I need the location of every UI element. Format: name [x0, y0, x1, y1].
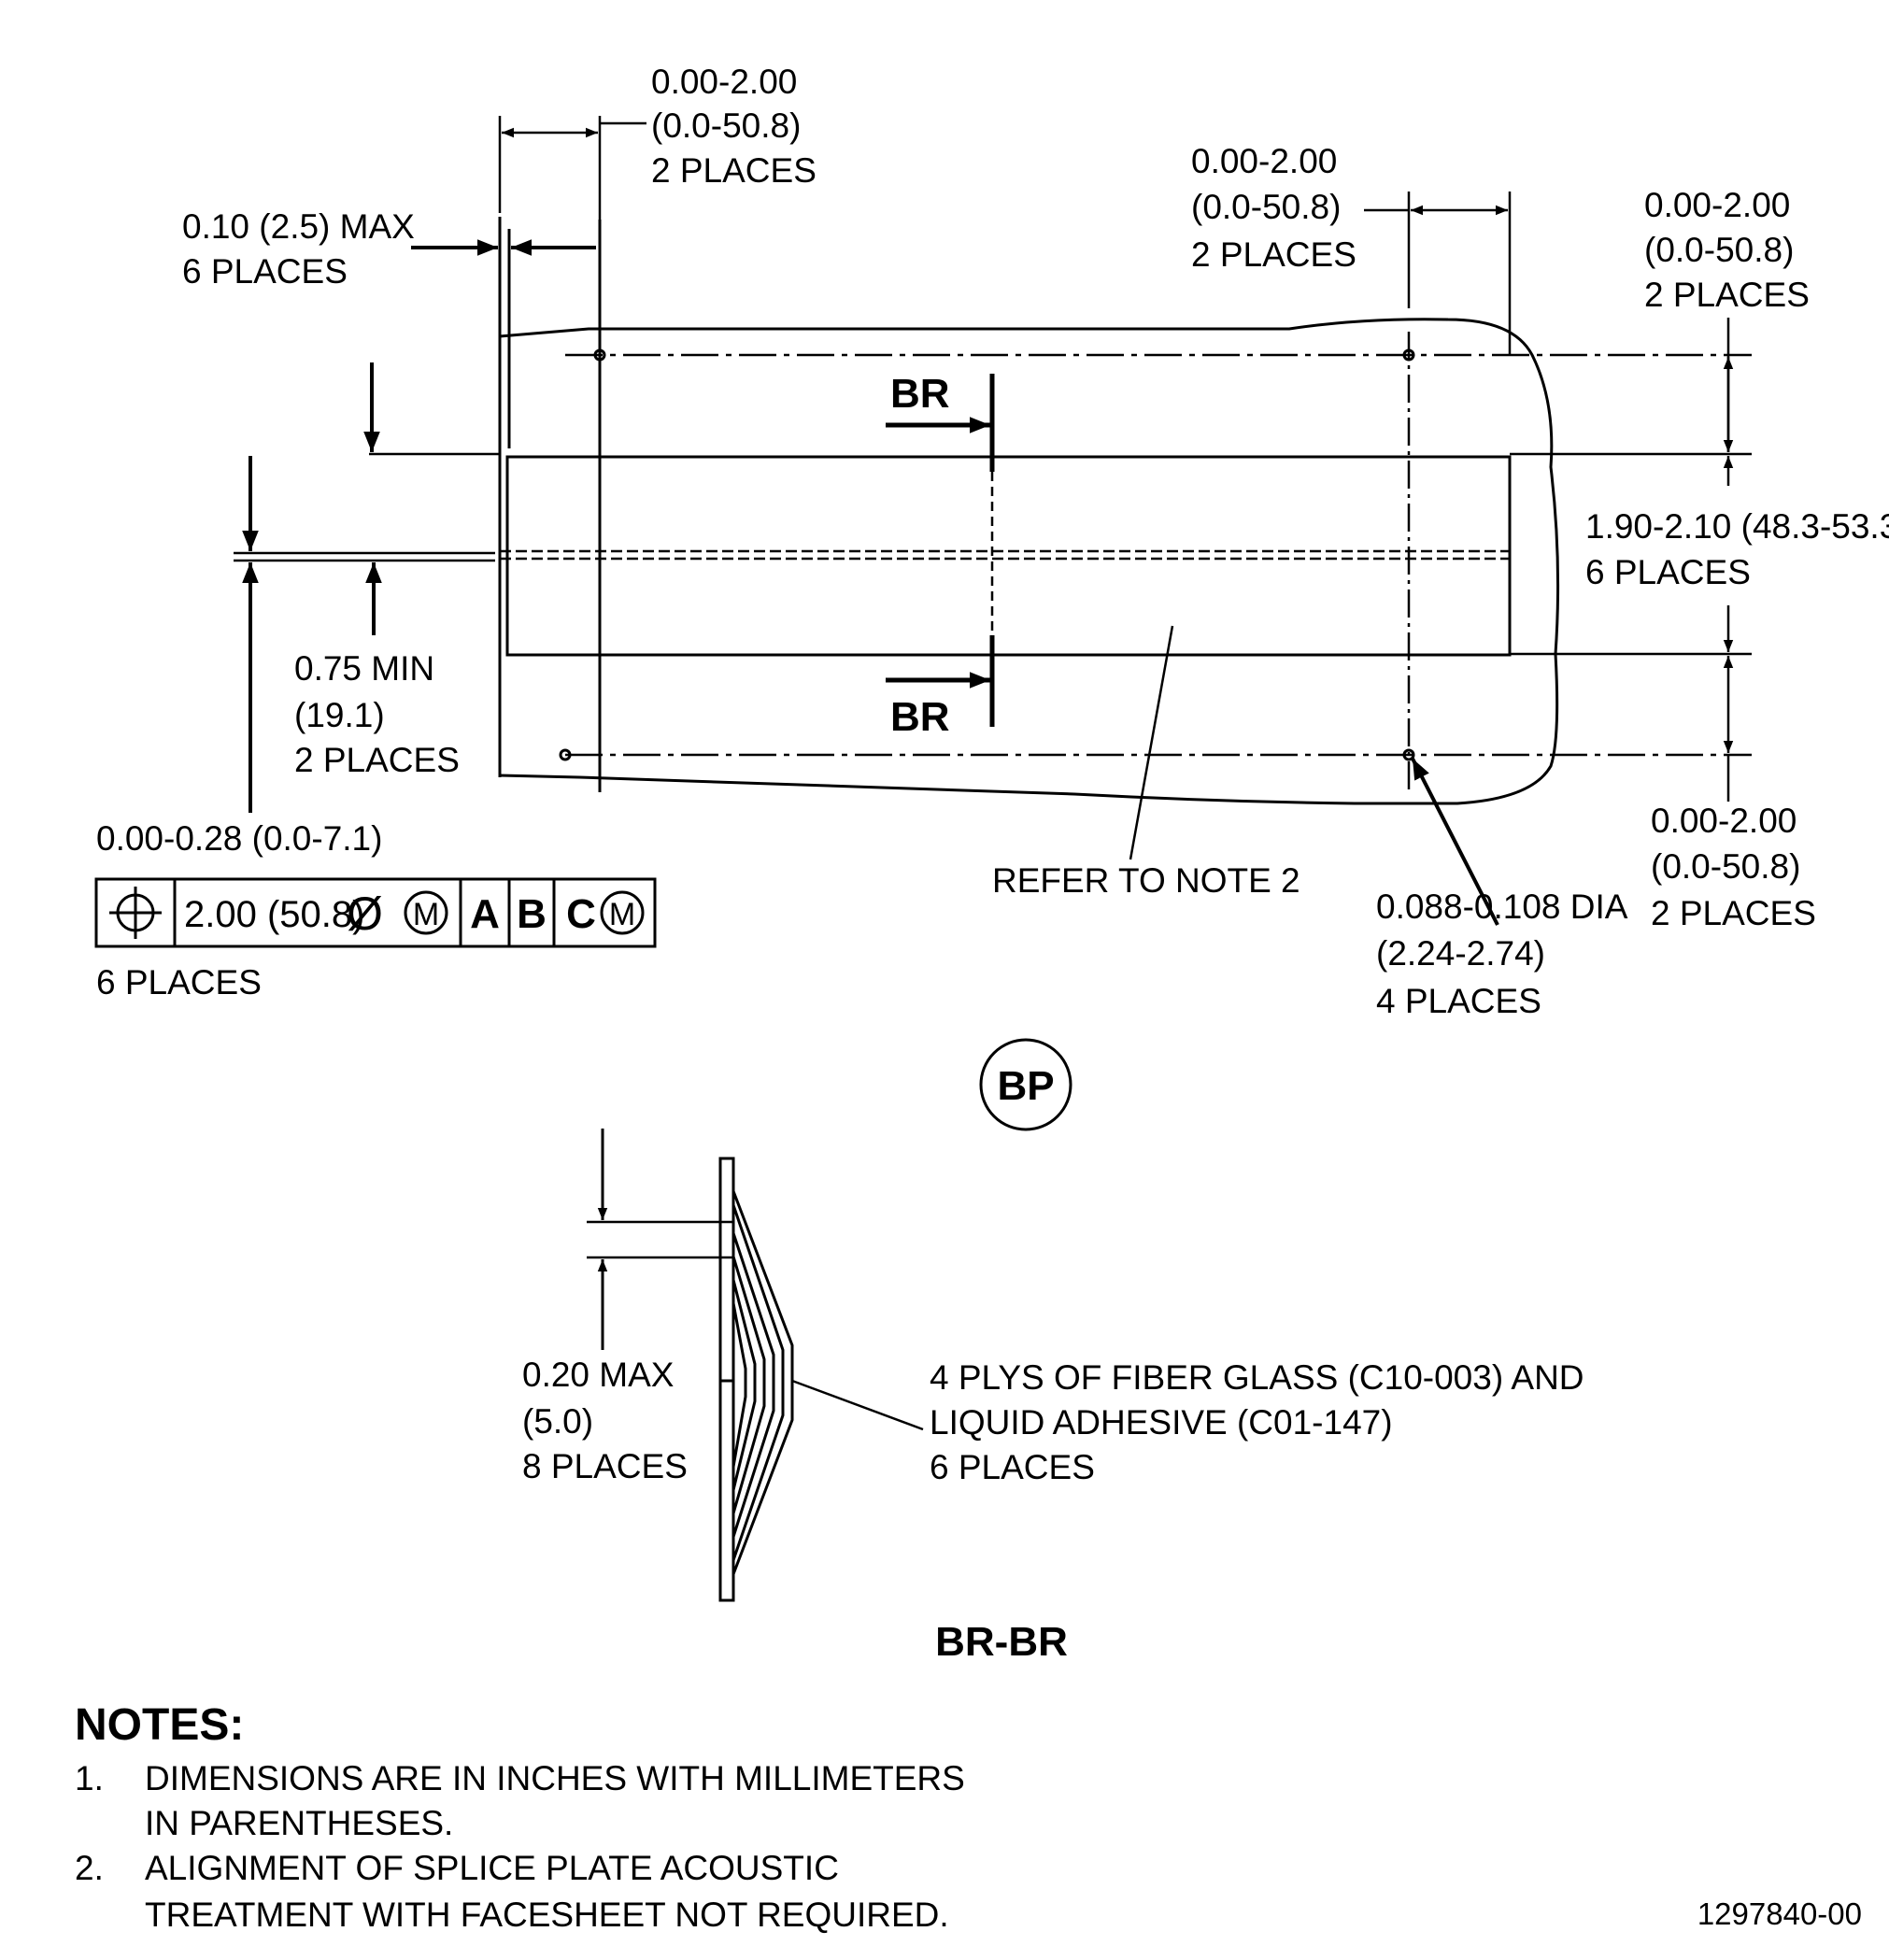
fcf-datum-modifier-icon: M — [600, 890, 645, 935]
svg-text:(5.0): (5.0) — [522, 1402, 593, 1441]
section-title: BR-BR — [935, 1619, 1068, 1665]
svg-text:0.75 MIN: 0.75 MIN — [294, 649, 434, 688]
dim-far-right-top: 0.00-2.00 (0.0-50.8) 2 PLACES — [1644, 186, 1810, 314]
svg-text:4 PLYS OF FIBER GLASS (C10-003: 4 PLYS OF FIBER GLASS (C10-003) AND — [930, 1358, 1584, 1397]
facesheet-rectangle — [505, 455, 1512, 657]
svg-text:2 PLACES: 2 PLACES — [1191, 235, 1356, 274]
svg-text:2 PLACES: 2 PLACES — [1644, 276, 1810, 314]
svg-text:2 PLACES: 2 PLACES — [294, 741, 460, 779]
svg-text:(19.1): (19.1) — [294, 696, 385, 734]
svg-text:0.00-2.00: 0.00-2.00 — [1651, 802, 1797, 840]
note-2-line-1: ALIGNMENT OF SPLICE PLATE ACOUSTIC — [145, 1849, 839, 1887]
svg-text:0.00-2.00: 0.00-2.00 — [1191, 142, 1337, 180]
note-1-line-1: DIMENSIONS ARE IN INCHES WITH MILLIMETER… — [145, 1759, 965, 1797]
svg-text:0.10 (2.5) MAX: 0.10 (2.5) MAX — [182, 207, 415, 246]
svg-text:0.20 MAX: 0.20 MAX — [522, 1356, 674, 1394]
fcf-datum-c: C — [566, 891, 596, 937]
notes-heading: NOTES: — [75, 1700, 244, 1750]
hole-top-right — [1402, 348, 1415, 362]
note-2-line-2: TREATMENT WITH FACESHEET NOT REQUIRED. — [145, 1896, 949, 1934]
feature-control-frame: 2.00 (50.8) Ø M A B C M — [94, 877, 657, 948]
svg-text:8 PLACES: 8 PLACES — [522, 1447, 688, 1485]
svg-text:(0.0-50.8): (0.0-50.8) — [1644, 231, 1794, 269]
dim-top-right-spacing: 0.00-2.00 (0.0-50.8) 2 PLACES — [1191, 142, 1356, 274]
refer-note-label: REFER TO NOTE 2 — [992, 861, 1300, 900]
hole-bottom-left — [559, 748, 572, 761]
section-label-top: BR — [890, 371, 950, 417]
hole-bottom-right — [1402, 748, 1415, 761]
dim-edge-max: 0.10 (2.5) MAX 6 PLACES — [182, 207, 415, 291]
dim-hole-dia: 0.088-0.108 DIA (2.24-2.74) 4 PLACES — [1376, 888, 1628, 1020]
dim-offset: 0.00-0.28 (0.0-7.1) — [96, 819, 382, 858]
fcf-datum-b: B — [517, 891, 547, 937]
plan-view — [234, 116, 1752, 926]
dim-top-left-spacing: 0.00-2.00 (0.0-50.8) 2 PLACES — [651, 63, 817, 190]
svg-text:BP: BP — [997, 1063, 1054, 1109]
svg-text:(0.0-50.8): (0.0-50.8) — [1651, 847, 1800, 886]
svg-text:2 PLACES: 2 PLACES — [1651, 894, 1816, 932]
ply-description: 4 PLYS OF FIBER GLASS (C10-003) AND LIQU… — [930, 1358, 1584, 1486]
svg-text:6 PLACES: 6 PLACES — [930, 1448, 1095, 1486]
svg-text:6 PLACES: 6 PLACES — [182, 252, 348, 291]
fcf-tolerance: 2.00 (50.8) — [184, 894, 364, 935]
fcf-note: 6 PLACES — [96, 963, 262, 1001]
svg-text:1.90-2.10 (48.3-53.3): 1.90-2.10 (48.3-53.3) — [1585, 507, 1889, 546]
section-label-bottom: BR — [890, 694, 950, 740]
svg-text:6 PLACES: 6 PLACES — [1585, 553, 1751, 591]
position-icon — [109, 887, 162, 939]
dim-ply-max: 0.20 MAX (5.0) 8 PLACES — [522, 1356, 688, 1485]
fcf-diameter-symbol: Ø — [347, 888, 383, 940]
notes-block: NOTES: 1. DIMENSIONS ARE IN INCHES WITH … — [75, 1700, 965, 1934]
fcf-modifier-icon: M — [404, 890, 448, 935]
fcf-datum-a: A — [470, 891, 500, 937]
svg-text:2 PLACES: 2 PLACES — [651, 151, 817, 190]
dim-far-right-bottom: 0.00-2.00 (0.0-50.8) 2 PLACES — [1651, 802, 1816, 932]
svg-text:0.00-2.00: 0.00-2.00 — [651, 63, 797, 101]
dim-height-range: 1.90-2.10 (48.3-53.3) 6 PLACES — [1585, 507, 1889, 591]
svg-text:4 PLACES: 4 PLACES — [1376, 982, 1541, 1020]
svg-text:0.088-0.108 DIA: 0.088-0.108 DIA — [1376, 888, 1628, 926]
svg-text:M: M — [609, 897, 635, 932]
drawing-number: 1297840-00 — [1697, 1896, 1862, 1931]
svg-text:(0.0-50.8): (0.0-50.8) — [1191, 188, 1341, 226]
svg-text:(0.0-50.8): (0.0-50.8) — [651, 107, 801, 145]
svg-text:M: M — [413, 897, 439, 932]
splice-plate-outline — [499, 318, 1560, 805]
dim-min-overlap: 0.75 MIN (19.1) 2 PLACES — [294, 649, 460, 779]
svg-text:LIQUID ADHESIVE (C01-147): LIQUID ADHESIVE (C01-147) — [930, 1403, 1393, 1442]
hole-top-left — [593, 348, 606, 362]
note-1-number: 1. — [75, 1759, 104, 1797]
note-1-line-2: IN PARENTHESES. — [145, 1804, 453, 1842]
view-label-bubble: BP — [979, 1038, 1072, 1131]
svg-text:(2.24-2.74): (2.24-2.74) — [1376, 934, 1545, 973]
section-view — [587, 1129, 924, 1602]
note-2-number: 2. — [75, 1849, 104, 1887]
svg-text:0.00-2.00: 0.00-2.00 — [1644, 186, 1790, 224]
